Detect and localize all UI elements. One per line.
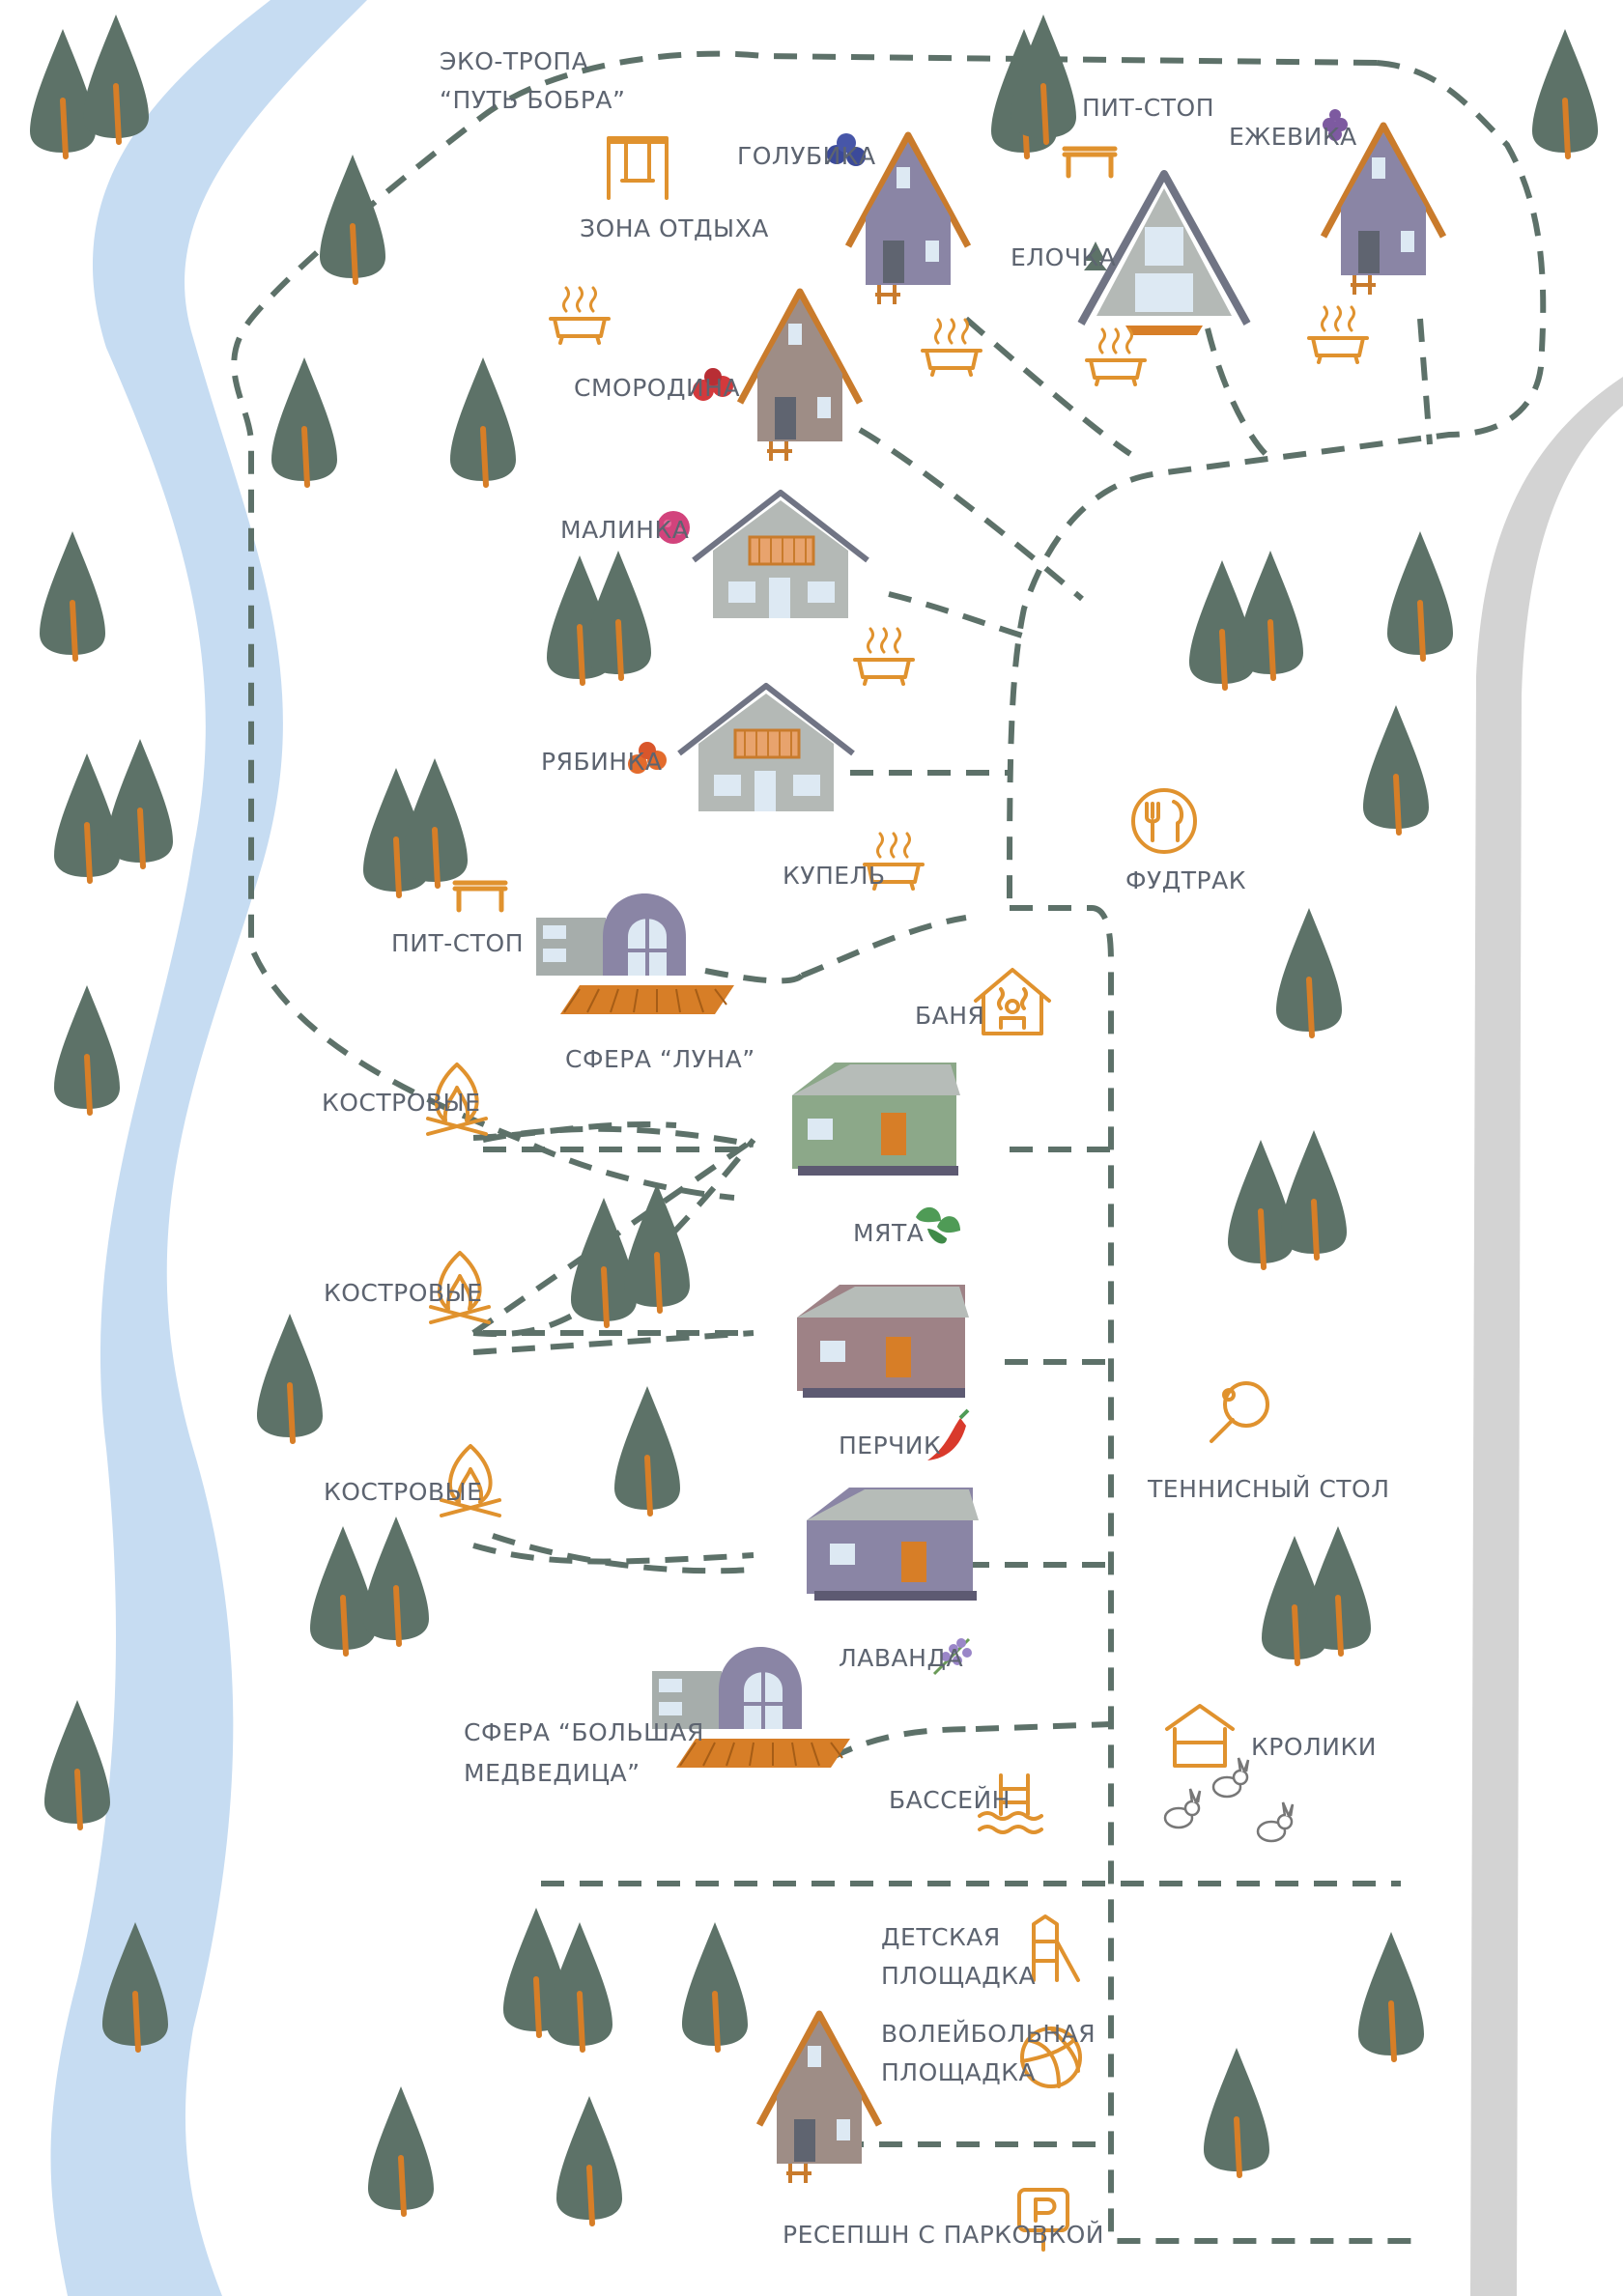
hot-tub-icon	[921, 318, 982, 377]
bonfire-label: КОСТРОВЫЕ	[324, 1478, 482, 1506]
elochka-label: ЕЛОЧКА	[1011, 243, 1116, 271]
hot-tub-icon	[549, 286, 611, 345]
sphere-bear-label: МЕДВЕДИЦА”	[464, 1759, 641, 1787]
rest-zone-label: ЗОНА ОТДЫХА	[580, 214, 769, 242]
sphere-luna	[534, 892, 736, 1016]
pool-label: БАССЕЙН	[889, 1786, 1011, 1814]
myata-house	[792, 1063, 960, 1176]
eco-trail-label: ЭКО-ТРОПА	[440, 47, 588, 75]
slide-icon	[1032, 1914, 1080, 1982]
volleyball-icon	[1020, 2027, 1082, 2088]
rabbit-hutch-icon	[1165, 1704, 1235, 1768]
golubika-label: ГОЛУБИКА	[737, 142, 876, 170]
chili-pepper-icon	[927, 1408, 970, 1460]
bonfire-label: КОСТРОВЫЕ	[324, 1279, 482, 1307]
river	[50, 0, 367, 2296]
ping-pong-paddle-icon	[1210, 1381, 1269, 1443]
lavanda-house	[807, 1488, 979, 1601]
eco-trail-label: “ПУТЬ БОБРА”	[440, 86, 625, 114]
tennis-label: ТЕННИСНЫЙ СТОЛ	[1147, 1475, 1390, 1503]
sphere-luna-label: СФЕРА “ЛУНА”	[565, 1045, 755, 1073]
sauna-house-icon	[974, 968, 1051, 1035]
labels: ЭКО-ТРОПА “ПУТЬ БОБРА” ЗОНА ОТДЫХА ПИТ-С…	[322, 47, 1390, 2249]
malinka-house	[694, 493, 868, 618]
pitstop-label: ПИТ-СТОП	[391, 929, 524, 957]
kupel-label: КУПЕЛЬ	[783, 862, 886, 890]
pitstop-label: ПИТ-СТОП	[1082, 94, 1214, 122]
elochka-house	[1077, 170, 1251, 335]
plant-icons	[628, 109, 1348, 1676]
myata-label: МЯТА	[853, 1219, 924, 1247]
banya-label: БАНЯ	[915, 1002, 984, 1030]
pool-ladder-icon	[978, 1773, 1043, 1834]
ezhevika-label: ЕЖЕВИКА	[1229, 123, 1357, 151]
blackberry-icon	[1323, 109, 1348, 141]
bench-table-icon	[1065, 149, 1115, 176]
ryabinka-label: РЯБИНКА	[541, 748, 662, 776]
spruce-icon	[1084, 241, 1107, 270]
bench-table-icon	[455, 883, 505, 910]
smorodina-house	[740, 292, 860, 461]
sphere-bear-label: СФЕРА “БОЛЬШАЯ	[464, 1718, 704, 1746]
foodtruck-label: ФУДТРАК	[1125, 866, 1246, 894]
ryabinka-house	[679, 686, 853, 811]
playground-label: ДЕТСКАЯ	[881, 1923, 1001, 1951]
playground-label: ПЛОЩАДКА	[881, 1962, 1036, 1990]
rabbits	[1163, 1757, 1295, 1843]
road	[1470, 377, 1623, 2296]
fork-knife-icon	[1131, 788, 1197, 854]
lavanda-label: ЛАВАНДА	[839, 1644, 963, 1672]
ezhevika-house	[1324, 126, 1443, 295]
volleyball-label: ВОЛЕЙБОЛЬНАЯ	[881, 2020, 1096, 2048]
bonfire-label: КОСТРОВЫЕ	[322, 1089, 480, 1117]
hot-tub-icon	[1085, 327, 1147, 386]
sphere-bear	[650, 1645, 852, 1770]
trails	[231, 50, 1547, 2244]
perchik-label: ПЕРЧИК	[839, 1431, 941, 1460]
reception-label: РЕСЕПШН С ПАРКОВКОЙ	[783, 2221, 1104, 2249]
rabbits-label: КРОЛИКИ	[1251, 1733, 1377, 1761]
currant-icon	[693, 368, 733, 401]
rowan-icon	[628, 742, 667, 774]
hot-tub-icon	[853, 627, 915, 686]
swing-icon	[607, 136, 669, 200]
houses	[534, 126, 1443, 2183]
blueberry-icon	[827, 133, 866, 166]
reception-house	[759, 2014, 879, 2183]
mint-icon	[916, 1206, 960, 1244]
smorodina-label: СМОРОДИНА	[574, 374, 740, 402]
parking-sign-icon	[1017, 2188, 1069, 2252]
perchik-house	[797, 1285, 969, 1398]
volleyball-label: ПЛОЩАДКА	[881, 2058, 1036, 2086]
raspberry-icon	[657, 511, 690, 544]
amenity-icons	[426, 136, 1369, 2252]
lavender-icon	[932, 1637, 972, 1676]
hot-tub-icon	[1307, 305, 1369, 364]
malinka-label: МАЛИНКА	[560, 516, 689, 544]
